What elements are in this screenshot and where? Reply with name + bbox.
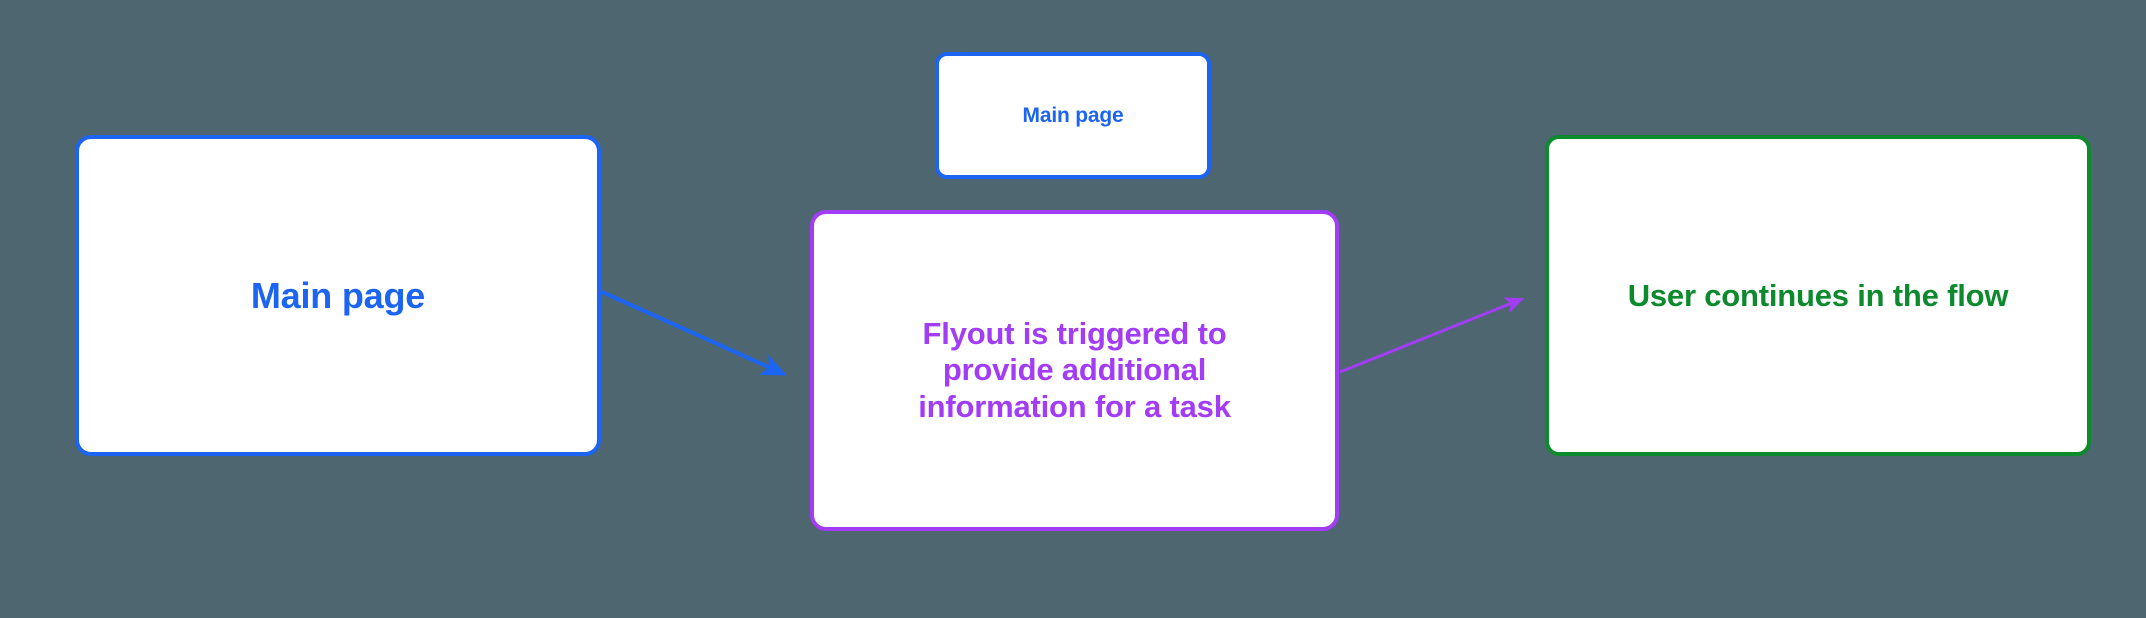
node-main-page-small[interactable]: Main page (935, 52, 1211, 179)
node-label-main-page-small: Main page (1022, 103, 1124, 127)
node-main-page-large[interactable]: Main page (75, 135, 601, 456)
node-label-main-page-large: Main page (250, 274, 426, 316)
node-user-continues[interactable]: User continues in the flow (1545, 135, 2091, 456)
node-label-flyout: Flyout is triggered to provide additiona… (918, 315, 1231, 424)
arrow-main-page-to-flyout (601, 290, 787, 376)
node-flyout[interactable]: Flyout is triggered to provide additiona… (810, 210, 1339, 531)
node-label-user-continues: User continues in the flow (1627, 277, 2009, 313)
arrow-flyout-to-user-continues (1339, 297, 1525, 374)
